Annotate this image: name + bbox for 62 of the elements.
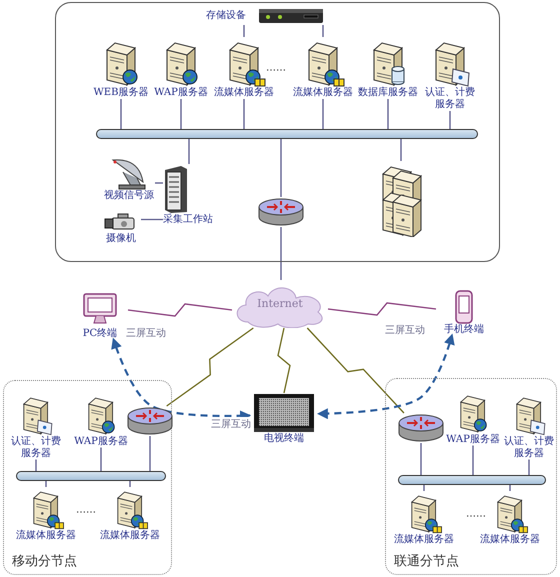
edge-label: 三屏互动: [384, 323, 426, 337]
group-title: 联通分节点: [394, 553, 459, 570]
network-bus-bar: [398, 475, 546, 485]
connector-line: [149, 436, 151, 471]
connector-line: [120, 99, 122, 129]
wireless-link: [277, 328, 291, 394]
node-group-panel: [385, 378, 557, 575]
node-label: 摄像机: [106, 233, 136, 245]
connector-line: [472, 446, 474, 475]
node-label: WEB服务器: [94, 87, 148, 99]
node-label: 流媒体服务器: [100, 530, 160, 542]
node-label: 视频信号源: [104, 190, 154, 202]
connector-line: [243, 25, 245, 37]
node-label: 流媒体服务器: [214, 87, 274, 99]
node-label: WAP服务器: [154, 87, 208, 99]
connector-line: [280, 227, 282, 280]
node-label: 流媒体服务器: [16, 530, 76, 542]
connector-line: [243, 99, 245, 129]
connector-line: [400, 139, 402, 161]
connector-line: [449, 111, 451, 129]
edge-label: 三屏互动: [210, 417, 252, 431]
node-label: PC终端: [82, 328, 118, 340]
connector-line: [528, 460, 530, 475]
node-label: 存储设备: [206, 10, 246, 22]
wireless-link: [166, 327, 254, 407]
text-label: 三屏互动: [126, 327, 166, 340]
wireless-link: [328, 302, 436, 316]
group-title: 移动分节点: [12, 553, 77, 570]
node-label: 流媒体服务器: [394, 534, 454, 546]
node-label: 认证、计费服务器: [503, 436, 555, 460]
node-label: 数据库服务器: [358, 87, 418, 99]
connector-line: [420, 443, 422, 475]
network-bus-bar: [96, 129, 478, 139]
connector-line: [188, 139, 190, 164]
connector-line: [387, 99, 389, 129]
node-label: 认证、计费服务器: [10, 436, 62, 460]
node-label: 采集工作站: [163, 214, 213, 226]
connector-line: [100, 448, 102, 471]
connector-line: [155, 182, 163, 184]
node-label: 手机终端: [444, 324, 484, 336]
wireless-link: [306, 328, 404, 414]
arrow: [316, 334, 455, 420]
node-label: WAP服务器: [74, 436, 128, 448]
connector-line: [180, 99, 182, 129]
connector-line: [141, 218, 163, 220]
node-label: 电视终端: [264, 433, 304, 445]
connector-line: [322, 25, 324, 37]
ellipsis-label: ……: [466, 508, 486, 520]
wireless-link: [128, 303, 232, 317]
ellipsis-label: ……: [76, 504, 96, 516]
node-group-panel: [3, 380, 172, 575]
ellipsis-label: ……: [266, 62, 286, 74]
node-label: 流媒体服务器: [293, 87, 353, 99]
connector-line: [35, 460, 37, 471]
connector-line: [322, 99, 324, 129]
node-label: 流媒体服务器: [480, 534, 540, 546]
node-label: WAP服务器: [446, 434, 500, 446]
network-bus-bar: [16, 471, 166, 481]
node-label: Internet: [257, 298, 303, 310]
node-label: 认证、计费服务器: [424, 87, 476, 111]
node-group-panel: [55, 2, 500, 262]
connector-line: [280, 139, 282, 197]
